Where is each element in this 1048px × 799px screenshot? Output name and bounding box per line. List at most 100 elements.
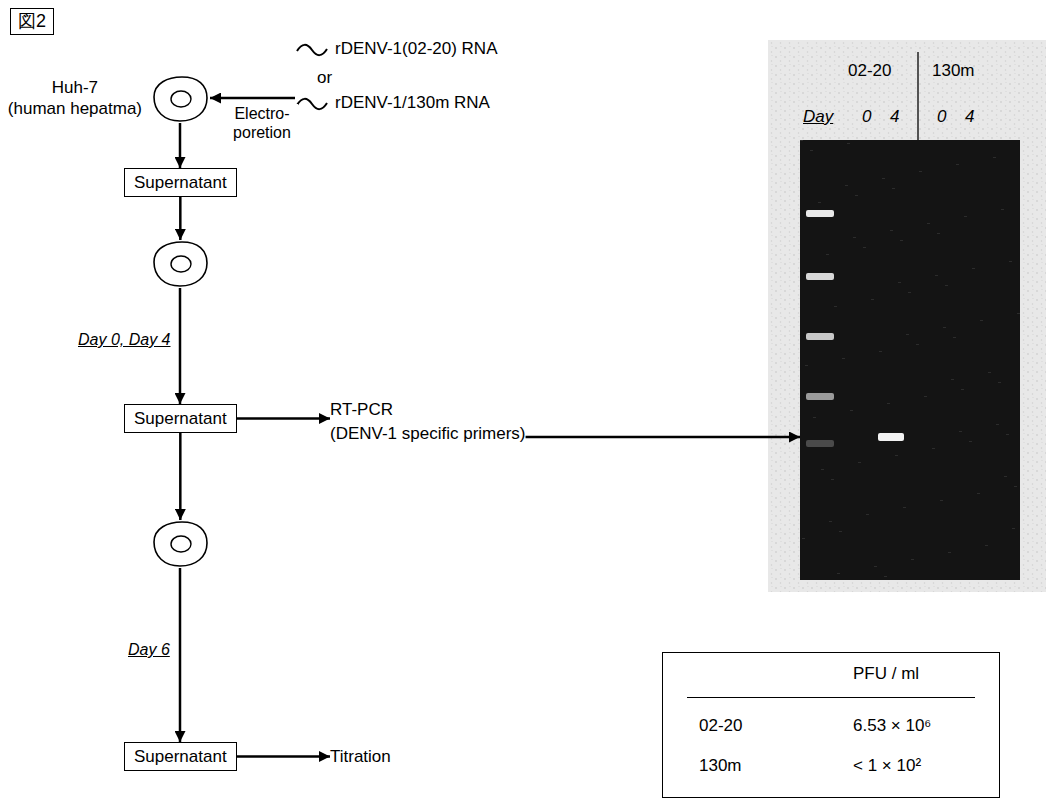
gel-noise: [884, 576, 887, 577]
gel-noise: [943, 327, 946, 328]
gel-noise: [826, 254, 829, 255]
day-heading: Day: [803, 106, 833, 127]
ladder-band: [806, 333, 834, 340]
gel-background: [800, 140, 1020, 580]
gel-noise: [890, 230, 893, 231]
gel-noise: [956, 164, 959, 165]
cell-outline: [150, 520, 210, 568]
cell-icon: [150, 520, 210, 568]
gel-noise: [850, 410, 853, 411]
gel-noise: [871, 299, 874, 300]
method-label: Titration: [330, 745, 391, 769]
gel-noise: [842, 358, 845, 359]
flow-arrow: [179, 123, 182, 168]
gel-noise: [810, 150, 813, 151]
gel-noise: [818, 202, 821, 203]
gel-noise: [961, 389, 964, 390]
cell-line-name: Huh-7: [8, 77, 142, 98]
day-number: 0: [937, 106, 946, 127]
gel-noise: [831, 479, 834, 480]
cell-label-group: Huh-7(human hepatma): [8, 77, 142, 119]
gel-noise: [895, 455, 898, 456]
gel-noise: [821, 469, 824, 470]
cell-line-note: (human hepatma): [8, 98, 142, 119]
table-rule: [687, 697, 975, 698]
gel-noise: [940, 500, 943, 501]
gel-noise: [908, 292, 911, 293]
gel-noise: [985, 545, 988, 546]
gel-noise: [988, 372, 991, 373]
gel-noise: [998, 382, 1001, 383]
cell-outline: [150, 75, 210, 123]
gel-noise: [866, 514, 869, 515]
gel-noise: [932, 448, 935, 449]
result-table: PFU / ml02-206.53 × 10⁶130m< 1 × 10²: [662, 652, 1000, 798]
ladder-band: [806, 440, 834, 447]
gel-noise: [927, 223, 930, 224]
gel-noise: [887, 403, 890, 404]
gel-noise: [1014, 486, 1017, 487]
gel-noise: [847, 143, 850, 144]
flow-arrow: [179, 288, 182, 404]
gel-noise: [937, 233, 940, 234]
gel-noise: [911, 559, 914, 560]
flow-arrow: [179, 197, 182, 240]
edge-label: Day 0, Day 4: [76, 330, 172, 349]
gel-noise: [996, 424, 999, 425]
gel-photo: [800, 140, 1020, 580]
table-cell: 02-20: [699, 715, 742, 736]
gel-noise: [858, 462, 861, 463]
gel-noise: [1012, 528, 1015, 529]
process-box: Supernatant: [124, 168, 237, 197]
process-box: Supernatant: [124, 404, 237, 433]
gel-noise: [898, 282, 901, 283]
gel-noise: [964, 216, 967, 217]
gel-noise: [834, 306, 837, 307]
gel-noise: [993, 157, 996, 158]
method-text: Titration: [330, 745, 391, 769]
box-label: Supernatant: [134, 746, 227, 767]
cell-icon: [150, 240, 210, 288]
gel-noise: [1004, 476, 1007, 477]
gel-noise: [892, 188, 895, 189]
gel-noise: [1009, 261, 1012, 262]
gel-noise: [800, 140, 803, 141]
flow-arrow: [237, 417, 330, 420]
gel-noise: [916, 344, 919, 345]
flow-arrow: [237, 755, 330, 758]
gel-noise: [1017, 313, 1020, 314]
gel-image: 02-20130mDay0404: [800, 140, 1020, 580]
figure-title-box: 図2: [10, 8, 54, 35]
gel-noise: [900, 240, 903, 241]
gel-noise: [879, 351, 882, 352]
gel-noise: [882, 178, 885, 179]
gel-noise: [863, 247, 866, 248]
gel-noise: [813, 417, 816, 418]
edge-label: Day 6: [126, 640, 172, 659]
gel-noise: [839, 531, 842, 532]
table-cell: 6.53 × 10⁶: [853, 715, 931, 736]
cell-membrane: [154, 77, 207, 121]
process-box: Supernatant: [124, 742, 237, 771]
flow-arrow: [179, 568, 182, 742]
gel-noise: [951, 379, 954, 380]
day-number: 4: [890, 106, 899, 127]
ladder-band: [806, 210, 834, 217]
cell-membrane: [154, 522, 207, 566]
gel-noise: [855, 195, 858, 196]
method-label: (DENV-1 specific primers): [330, 422, 526, 446]
rna-strand-icon: [295, 96, 329, 112]
gel-noise: [972, 268, 975, 269]
gel-noise: [906, 334, 909, 335]
gel-noise: [948, 552, 951, 553]
day-number: 4: [965, 106, 974, 127]
cell-outline: [150, 240, 210, 288]
cell-nucleus: [171, 536, 191, 552]
box-label: Supernatant: [134, 408, 227, 429]
gel-noise: [924, 396, 927, 397]
edge-label: Electro- poretion: [226, 104, 298, 142]
speckled-panel: [768, 40, 1046, 592]
gel-noise: [1001, 209, 1004, 210]
box-label: Supernatant: [134, 172, 227, 193]
